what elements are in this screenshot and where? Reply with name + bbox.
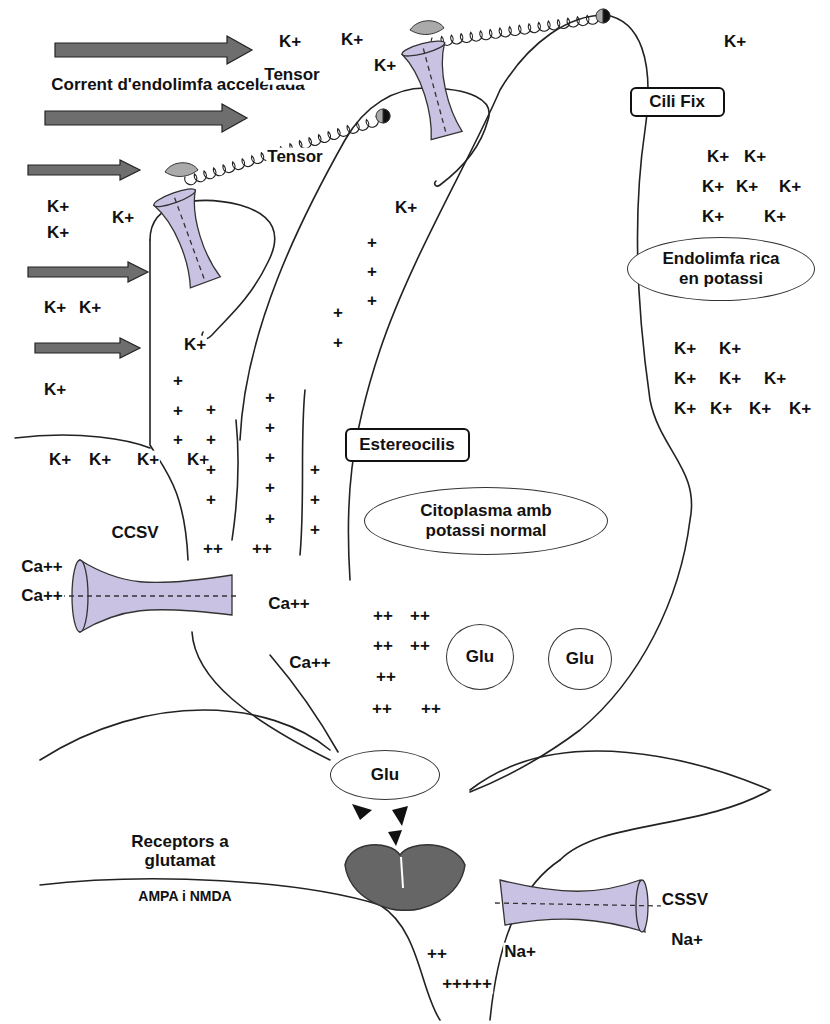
charge-sign: ++ [420, 700, 442, 719]
potassium-ion: K+ [48, 451, 72, 470]
channel-label: CSSV [661, 891, 709, 910]
potassium-ion: K+ [718, 370, 742, 389]
charge-sign: ++ [409, 637, 431, 656]
potassium-ion: K+ [778, 178, 802, 197]
potassium-ion: K+ [373, 57, 397, 76]
potassium-ion: K+ [701, 208, 725, 227]
charge-sign: + [205, 401, 217, 420]
potassium-ion: K+ [46, 198, 70, 217]
potassium-ion: K+ [763, 208, 787, 227]
charge-sign: + [309, 491, 321, 510]
potassium-ion: K+ [46, 224, 70, 243]
charge-sign: + [366, 292, 378, 311]
calcium-ion: Ca++ [20, 587, 64, 606]
potassium-ion: K+ [673, 340, 697, 359]
charge-sign: + [264, 419, 276, 438]
charge-sign: + [205, 431, 217, 450]
charge-sign: + [332, 334, 344, 353]
charge-sign: ++ [202, 540, 224, 559]
sodium-ion: Na+ [503, 943, 537, 962]
receptor-label: Receptors a glutamat [120, 833, 240, 870]
potassium-ion: K+ [763, 370, 787, 389]
tip-link-label: Tensor [266, 148, 323, 167]
region-ellipse: Endolimfa rica en potassi [627, 237, 816, 301]
node-text: Estereocilis [359, 435, 454, 455]
potassium-ion: K+ [43, 381, 67, 400]
charge-sign: + [366, 234, 378, 253]
charge-sign: + [172, 372, 184, 391]
potassium-ion: K+ [735, 178, 759, 197]
potassium-ion: K+ [278, 33, 302, 52]
charge-sign: + [264, 389, 276, 408]
tip-link-label: Tensor [263, 66, 320, 85]
potassium-ion: K+ [394, 199, 418, 218]
sodium-ion: Na+ [670, 931, 704, 950]
potassium-ion: K+ [706, 148, 730, 167]
potassium-ion: K+ [88, 451, 112, 470]
charge-sign: ++ [372, 637, 394, 656]
charge-sign: + [309, 521, 321, 540]
potassium-ion: K+ [748, 400, 772, 419]
charge-sign: + [205, 491, 217, 510]
vesicle: Glu [446, 624, 514, 690]
potassium-ion: K+ [743, 148, 767, 167]
node-text: Citoplasma amb potassi normal [395, 501, 577, 540]
receptor-label: AMPA i NMDA [137, 889, 232, 904]
potassium-ion: K+ [136, 451, 160, 470]
potassium-ion: K+ [673, 370, 697, 389]
node-text: Glu [371, 765, 399, 785]
label-box: Cili Fix [630, 87, 725, 117]
charge-sign: + [205, 461, 217, 480]
potassium-ion: K+ [78, 299, 102, 318]
charge-sign: ++ [251, 540, 273, 559]
charge-sign: + [332, 304, 344, 323]
potassium-ion: K+ [709, 400, 733, 419]
calcium-ion: Ca++ [20, 558, 64, 577]
potassium-ion: K+ [788, 400, 812, 419]
vesicle: Glu [548, 628, 612, 690]
potassium-ion: K+ [111, 209, 135, 228]
charge-sign: + [172, 431, 184, 450]
charge-sign: ++ [426, 945, 448, 964]
potassium-ion: K+ [723, 33, 747, 52]
charge-sign: +++++ [441, 975, 493, 994]
node-text: Glu [466, 647, 494, 667]
node-text: Glu [566, 649, 594, 669]
charge-sign: + [264, 510, 276, 529]
charge-sign: ++ [375, 668, 397, 687]
label-box: Estereocilis [345, 428, 470, 462]
docked-vesicle: Glu [330, 750, 440, 800]
calcium-ion: Ca++ [288, 654, 332, 673]
region-ellipse: Citoplasma amb potassi normal [364, 487, 609, 555]
charge-sign: + [264, 479, 276, 498]
charge-sign: ++ [371, 700, 393, 719]
potassium-ion: K+ [43, 299, 67, 318]
potassium-ion: K+ [673, 400, 697, 419]
potassium-ion: K+ [718, 340, 742, 359]
charge-sign: + [172, 402, 184, 421]
node-text: Endolimfa rica en potassi [651, 249, 790, 288]
charge-sign: ++ [372, 607, 394, 626]
potassium-ion: K+ [340, 31, 364, 50]
potassium-ion: K+ [183, 336, 207, 355]
channel-label: CCSV [110, 524, 159, 543]
charge-sign: + [309, 461, 321, 480]
node-text: Cili Fix [649, 92, 705, 112]
charge-sign: ++ [409, 607, 431, 626]
calcium-ion: Ca++ [267, 595, 311, 614]
charge-sign: + [366, 263, 378, 282]
charge-sign: + [264, 449, 276, 468]
potassium-ion: K+ [701, 178, 725, 197]
